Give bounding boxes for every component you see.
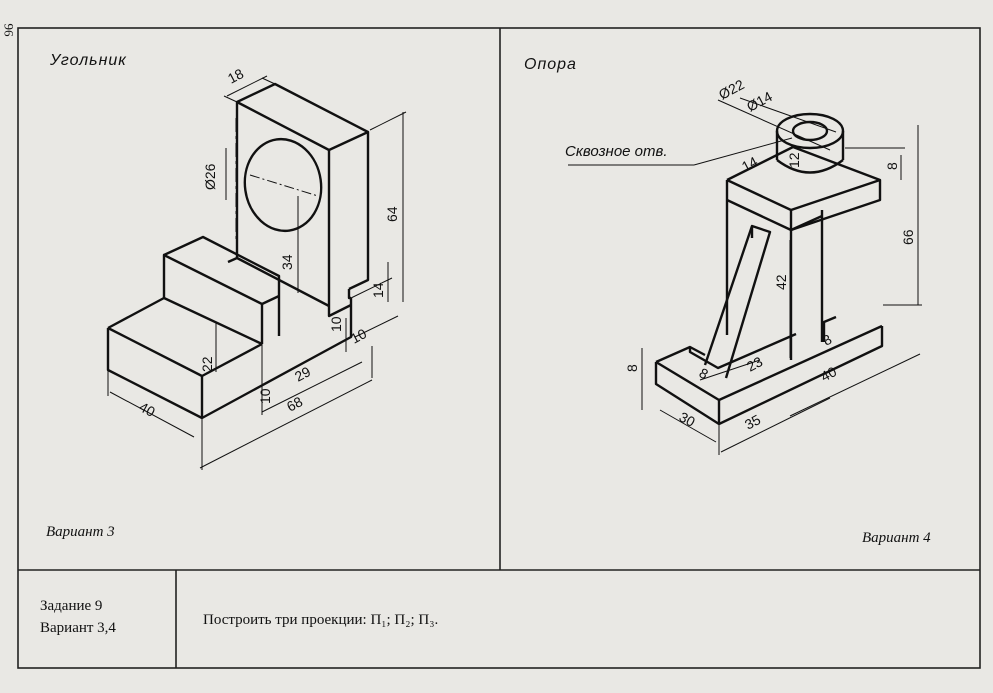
dim-10-right: 10: [348, 325, 369, 347]
task-number: Задание 9: [40, 598, 103, 614]
right-title: Опора: [524, 56, 577, 73]
angle-bracket-dimension-lines: [107, 75, 407, 470]
support-drawing: [654, 112, 884, 426]
dim-12: 12: [786, 152, 802, 168]
dim-diameter-26: Ø26: [202, 163, 218, 190]
dim-64: 64: [384, 206, 400, 222]
dim-diameter-14: Ø14: [744, 88, 775, 115]
dim-29: 29: [292, 363, 313, 385]
dim-10-vertical: 10: [328, 316, 344, 332]
dim-66: 66: [900, 229, 916, 245]
dim-22: 22: [199, 356, 215, 372]
support-dimension-texts: Ø22 Ø14 14 12 8 66 42 8 23 8 8 40 30 35: [624, 76, 916, 433]
task-variant: Вариант 3,4: [40, 620, 116, 636]
dim-8-base: 8: [624, 364, 640, 372]
dim-18: 18: [225, 65, 246, 87]
dim-40: 40: [818, 363, 839, 385]
dim-68: 68: [284, 393, 305, 415]
dim-14: 14: [370, 282, 386, 298]
angle-bracket-drawing: [106, 82, 370, 420]
dim-23: 23: [744, 353, 765, 375]
dim-10-bottom: 10: [257, 388, 273, 404]
dim-8-rib: 8: [697, 365, 712, 383]
left-title: Угольник: [50, 52, 127, 69]
through-hole-note: Сквозное отв.: [565, 143, 668, 160]
angle-bracket-dimension-texts: 18 Ø26 34 64 14 10 10 22 10 29 68 40: [137, 65, 400, 420]
dim-8-right: 8: [820, 331, 835, 349]
dim-42: 42: [773, 274, 789, 290]
dim-14-top: 14: [739, 153, 760, 175]
dim-34: 34: [279, 254, 295, 270]
right-variant: Вариант 4: [862, 530, 931, 546]
dim-8-top: 8: [884, 162, 900, 170]
dim-35: 35: [742, 411, 763, 433]
frame-lines: [17, 27, 981, 669]
task-instruction: Построить три проекции: П₁; П₂; П₃.: [203, 612, 439, 628]
dim-40: 40: [137, 399, 158, 421]
support-dimension-lines: [568, 97, 922, 455]
left-variant: Вариант 3: [46, 524, 115, 540]
dim-30: 30: [677, 409, 698, 431]
